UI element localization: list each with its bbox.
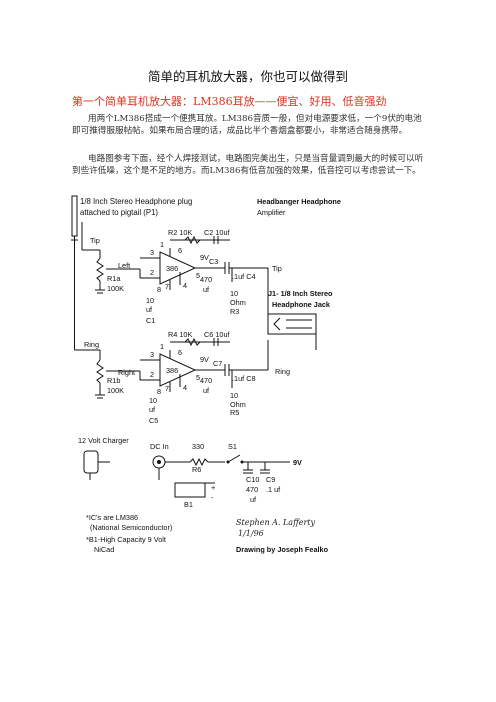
svg-text:uf: uf (149, 405, 156, 414)
headphone-jack-icon (267, 313, 317, 335)
note-battery: *B1-High Capacity 9 Volt (86, 535, 166, 544)
b1-label: B1 (184, 500, 193, 509)
note-ic: *IC's are LM386 (86, 513, 138, 522)
document-title: 简单的耳机放大器，你也可以做得到 (147, 69, 348, 84)
svg-text:5: 5 (196, 271, 200, 280)
plug-title-line1: 1/8 Inch Stereo Headphone plug (80, 197, 192, 206)
c7-label: C7 (213, 359, 222, 368)
switch-s1-icon (226, 454, 244, 464)
svg-text:2: 2 (150, 268, 154, 277)
svg-text:470: 470 (200, 376, 212, 385)
svg-text:+: + (211, 483, 215, 492)
svg-text:uf: uf (203, 386, 210, 395)
svg-text:470: 470 (200, 275, 212, 284)
svg-text:uf: uf (146, 305, 153, 314)
svg-text:330: 330 (192, 442, 204, 451)
c2-label: C2 10uf (204, 228, 231, 237)
svg-text:386: 386 (166, 264, 178, 273)
svg-text:386: 386 (166, 366, 178, 375)
svg-text:9V: 9V (200, 355, 209, 364)
svg-text:10: 10 (146, 296, 154, 305)
svg-text:6: 6 (178, 348, 182, 357)
jack-title-line1: J1- 1/8 Inch Stereo (268, 289, 333, 298)
headphone-plug-icon (71, 195, 78, 250)
drawing-credit: Drawing by Joseph Fealko (236, 545, 329, 554)
svg-text:3: 3 (150, 350, 154, 359)
note-nicad: NiCad (94, 545, 114, 554)
svg-text:Ohm: Ohm (230, 400, 246, 409)
left-tip-out-label: Tip (272, 264, 282, 273)
svg-text:8: 8 (157, 387, 161, 396)
pot-r1b (95, 359, 118, 399)
ic-right-386: 386 (118, 350, 215, 392)
r3-label: R3 (230, 307, 239, 316)
r1b-label: R1b (107, 376, 120, 385)
svg-text:5: 5 (196, 373, 200, 382)
svg-text:7: 7 (165, 282, 169, 291)
c5-label: C5 (149, 416, 158, 425)
designer-signature: Stephen A. Lafferty (236, 518, 316, 527)
r1b-value: 100K (107, 386, 124, 395)
charger-plug-icon (83, 450, 110, 480)
intro-paragraph: 用两个LM386搭成一个便携耳放。LM386音质一般，但对电源要求低，一个9伏的… (72, 114, 422, 136)
supply-9v-label: 9V (293, 458, 302, 467)
svg-text:Ohm: Ohm (230, 298, 246, 307)
left-channel-label: Left (118, 261, 130, 270)
svg-text:4: 4 (183, 281, 187, 290)
right-channel-label: Right (118, 368, 135, 377)
r2-label: R2 10K (168, 228, 192, 237)
s1-label: S1 (228, 442, 237, 451)
plug-tip-label: Tip (90, 236, 100, 245)
amp-title-line1: Headbanger Headphone (257, 197, 341, 206)
document-subtitle: 第一个简单耳机放大器：LM386耳放——便宜、好用、低音强劲 (72, 95, 387, 108)
dc-jack-icon (152, 455, 166, 480)
dc-in-label: DC In (150, 442, 169, 451)
right-ring-out-label: Ring (275, 367, 290, 376)
c3-label: C3 (209, 257, 218, 266)
svg-text:470: 470 (246, 485, 258, 494)
svg-text:1: 1 (160, 342, 164, 351)
r4-label: R4 10K (168, 330, 192, 339)
svg-text:6: 6 (178, 246, 182, 255)
r5-label: R5 (230, 408, 239, 417)
amp-title-line2: Amplifier (257, 208, 286, 217)
svg-text:3: 3 (150, 248, 154, 257)
svg-text:1: 1 (160, 240, 164, 249)
battery-b1-icon (174, 482, 206, 498)
plug-ring-label: Ring (84, 340, 99, 349)
svg-text:2: 2 (150, 370, 154, 379)
svg-text:.1 uf: .1 uf (266, 485, 281, 494)
ic-left-386: 386 (118, 248, 215, 290)
svg-text:uf: uf (250, 495, 257, 504)
r6-label: R6 (192, 465, 201, 474)
plug-title-line2: attached to pigtail (P1) (80, 208, 158, 217)
pot-r1a (95, 257, 118, 294)
signature-date: 1/1/96 (238, 529, 264, 538)
svg-text:uf: uf (203, 285, 210, 294)
c4-label: .1uf C4 (232, 272, 256, 281)
svg-text:7: 7 (165, 384, 169, 393)
svg-text:10: 10 (230, 391, 238, 400)
c10-label: C10 (246, 475, 259, 484)
note-manufacturer: (National Semiconductor) (90, 523, 172, 532)
jack-title-line2: Headphone Jack (272, 300, 331, 309)
c8-label: .1uf C8 (232, 374, 256, 383)
svg-text:-: - (211, 493, 214, 502)
r1a-value: 100K (107, 284, 124, 293)
svg-text:10: 10 (149, 396, 157, 405)
c6-label: C6 10uf (204, 330, 231, 339)
svg-text:4: 4 (183, 383, 187, 392)
c1-label: C1 (146, 316, 155, 325)
r1a-label: R1a (107, 274, 121, 283)
svg-text:10: 10 (230, 289, 238, 298)
charger-label: 12 Volt Charger (78, 436, 129, 445)
circuit-paragraph: 电路图参考下面，经个人焊接测试，电路图完美出生，只是当音量调到最大的时候可以听到… (72, 154, 424, 176)
svg-text:8: 8 (157, 285, 161, 294)
svg-text:9V: 9V (200, 253, 209, 262)
c9-label: C9 (266, 475, 275, 484)
